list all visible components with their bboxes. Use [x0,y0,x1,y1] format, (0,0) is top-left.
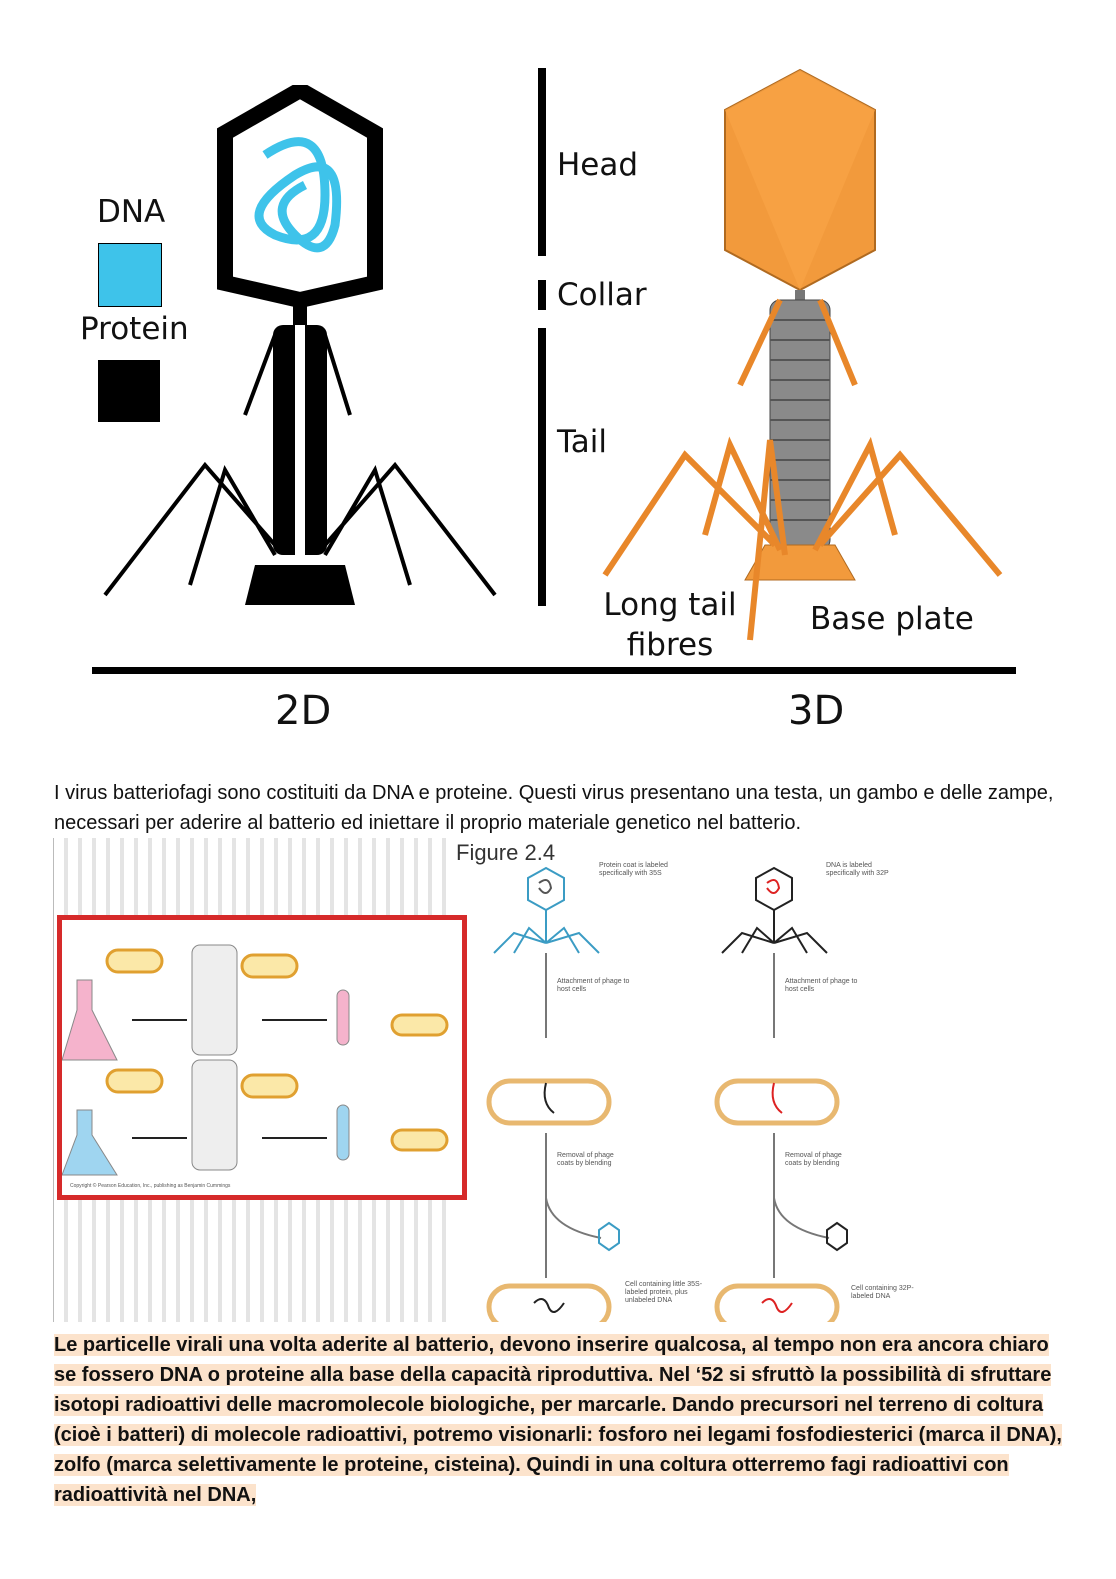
tail-label: Tail [557,424,608,460]
phage-labeling-diagram [486,866,848,1322]
attach-label-left: Attachment of phage to host cells [557,978,630,993]
note-dna-labeled: DNA is labeled specifically with 32P [826,862,889,877]
paragraph-intro: I virus batteriofagi sono costituiti da … [54,782,1054,834]
legend-dna-swatch [98,243,162,307]
collar-bar [538,280,546,310]
legend-dna-label: DNA [97,194,166,230]
caption-3d: 3D [788,688,845,734]
copyright-note: Copyright © Pearson Education, Inc., pub… [70,1183,231,1189]
legend-protein-label: Protein [80,311,189,347]
caption-2d: 2D [275,688,332,734]
head-label: Head [557,147,639,183]
base-plate-label: Base plate [810,601,974,637]
cell-label-right: Cell containing 32P-labeled DNA [851,1285,914,1300]
cell-label-left: Cell containing little 35S-labeled prote… [625,1281,703,1304]
note-protein-coat: Protein coat is labeled specifically wit… [599,862,668,877]
highlighted-text: Le particelle virali una volta aderite a… [54,1334,1062,1506]
figure-title: Figure 2.4 [456,840,556,865]
removal-label-right: Removal of phage coats by blending [785,1152,842,1167]
paragraph-highlighted: Le particelle virali una volta aderite a… [54,1330,1064,1510]
blender-experiment-box: Copyright © Pearson Education, Inc., pub… [57,915,467,1200]
hershey-chase-figure: Copyright © Pearson Education, Inc., pub… [53,838,922,1322]
phage-3d-diagram [602,68,1003,641]
head-bar [538,68,546,256]
long-tail-fibres-label: Long tail fibres [603,587,737,663]
tail-bar [538,328,546,606]
figure-divider [92,667,1016,674]
legend-protein-swatch [98,360,160,422]
blender-experiment-illustration [61,944,449,1176]
removal-label-left: Removal of phage coats by blending [557,1152,614,1167]
phage-2d-diagram [103,85,497,615]
attach-label-right: Attachment of phage to host cells [785,978,858,993]
collar-label: Collar [557,277,647,313]
